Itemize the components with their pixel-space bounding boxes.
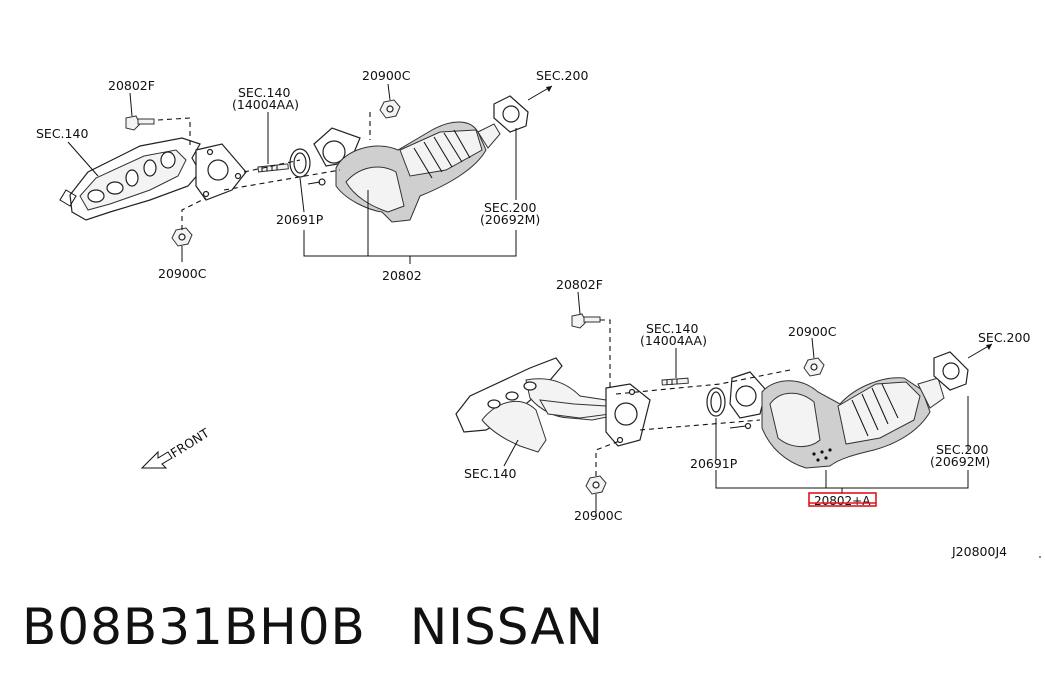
label-top-stud-1: SEC.140 xyxy=(238,85,290,100)
bottom-exhaust-manifold xyxy=(455,357,651,453)
label-bottom-sec200-2: (20692M) xyxy=(930,454,990,469)
front-arrow-icon xyxy=(140,450,173,469)
bottom-nut-lower xyxy=(585,475,607,495)
footer: B08B31BH0B NISSAN xyxy=(22,598,604,658)
top-catalytic-converter xyxy=(307,121,501,223)
bottom-catalytic-converter xyxy=(729,371,945,469)
top-nut-lower xyxy=(171,227,193,247)
highlight-box xyxy=(808,492,877,507)
label-bottom-stud-1: SEC.140 xyxy=(646,321,698,336)
label-top-sec200-arrow: SEC.200 xyxy=(536,68,588,83)
label-top-nut-upper: 20900C xyxy=(362,68,411,83)
top-assembly: 20802F SEC.140 SEC.140 (14004AA) 20900C … xyxy=(36,68,588,283)
bottom-outlet-gasket xyxy=(933,351,969,391)
label-top-bolt: 20802F xyxy=(108,78,155,93)
label-bottom-sec200-1: SEC.200 xyxy=(936,442,988,457)
bottom-bolt-20802F xyxy=(571,313,601,329)
label-front: FRONT xyxy=(168,425,212,461)
bottom-gasket xyxy=(706,387,726,417)
part-number: B08B31BH0B xyxy=(22,598,366,656)
label-top-sec200-1: SEC.200 xyxy=(484,200,536,215)
label-bottom-nut-lower: 20900C xyxy=(574,508,623,523)
label-bottom-sec140: SEC.140 xyxy=(464,466,516,481)
top-bolt-20802F xyxy=(125,115,155,131)
bottom-nut-upper xyxy=(803,357,825,377)
label-bottom-assembly-highlighted: 20802+A xyxy=(814,494,871,508)
label-bottom-nut-upper: 20900C xyxy=(788,324,837,339)
bottom-assembly: 20802F SEC.140 (14004AA) 20900C SEC.200 … xyxy=(455,277,1030,523)
label-top-assembly: 20802 xyxy=(382,268,422,283)
label-bottom-stud-2: (14004AA) xyxy=(640,333,707,348)
brand-name: NISSAN xyxy=(409,598,605,656)
label-top-nut-lower: 20900C xyxy=(158,266,207,281)
diagram-code: J20800J4 xyxy=(951,544,1007,559)
bottom-stud xyxy=(661,377,689,386)
top-nut-upper xyxy=(379,99,401,119)
label-top-sec140: SEC.140 xyxy=(36,126,88,141)
top-outlet-gasket xyxy=(493,95,529,133)
label-bottom-gasket: 20691P xyxy=(690,456,738,471)
label-top-gasket: 20691P xyxy=(276,212,324,227)
top-gasket xyxy=(289,148,311,178)
top-exhaust-manifold xyxy=(59,137,247,221)
label-bottom-bolt: 20802F xyxy=(556,277,603,292)
label-bottom-sec200-arrow: SEC.200 xyxy=(978,330,1030,345)
front-direction-indicator: FRONT xyxy=(140,425,212,469)
label-top-stud-2: (14004AA) xyxy=(232,97,299,112)
label-top-sec200-2: (20692M) xyxy=(480,212,540,227)
